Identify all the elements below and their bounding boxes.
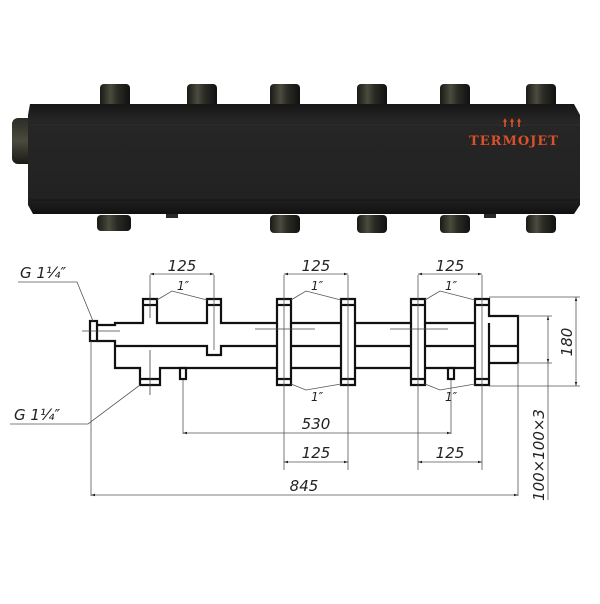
bottom-thread-label-1: 1″ — [311, 390, 324, 404]
top-outlets — [100, 84, 556, 108]
dimension-drawing: 125 125 125 1″ 1″ 1″ 1″ 1″ G 1¼″ G 1¼″ 5… — [10, 257, 580, 501]
dimension-lines — [10, 272, 580, 500]
top-spacing-label-2: 125 — [302, 257, 331, 275]
brand-name: TERMOJET — [469, 134, 559, 149]
manifold-body — [28, 104, 580, 214]
manifold-render: TERMOJET — [12, 84, 580, 233]
top-spacing-label-3: 125 — [436, 257, 465, 275]
center-distance-label: 530 — [302, 415, 331, 433]
inlet-top-label: G 1¼″ — [20, 264, 66, 282]
dimension-labels: 125 125 125 1″ 1″ 1″ 1″ 1″ G 1¼″ G 1¼″ 5… — [14, 257, 576, 501]
overall-length-label: 845 — [290, 477, 319, 495]
top-thread-label-1: 1″ — [177, 279, 190, 293]
brand-logo: TERMOJET — [469, 118, 559, 149]
section-label: 100×100×3 — [530, 409, 548, 501]
heat-arrows-icon — [503, 118, 521, 127]
bottom-spacing-label-2: 125 — [436, 444, 465, 462]
manifold-outline — [88, 297, 520, 387]
manifold-product-photo: TERMOJET — [0, 0, 600, 240]
top-thread-label-2: 1″ — [311, 279, 324, 293]
top-thread-label-3: 1″ — [445, 279, 458, 293]
inlet-bottom-label: G 1¼″ — [14, 406, 60, 424]
bottom-outlets — [97, 212, 556, 233]
top-spacing-label-1: 125 — [168, 257, 197, 275]
bottom-spacing-label-1: 125 — [302, 444, 331, 462]
center-lines — [82, 293, 448, 395]
technical-drawing: 125 125 125 1″ 1″ 1″ 1″ 1″ G 1¼″ G 1¼″ 5… — [0, 240, 600, 600]
bottom-thread-label-2: 1″ — [445, 390, 458, 404]
height-label: 180 — [558, 328, 576, 357]
